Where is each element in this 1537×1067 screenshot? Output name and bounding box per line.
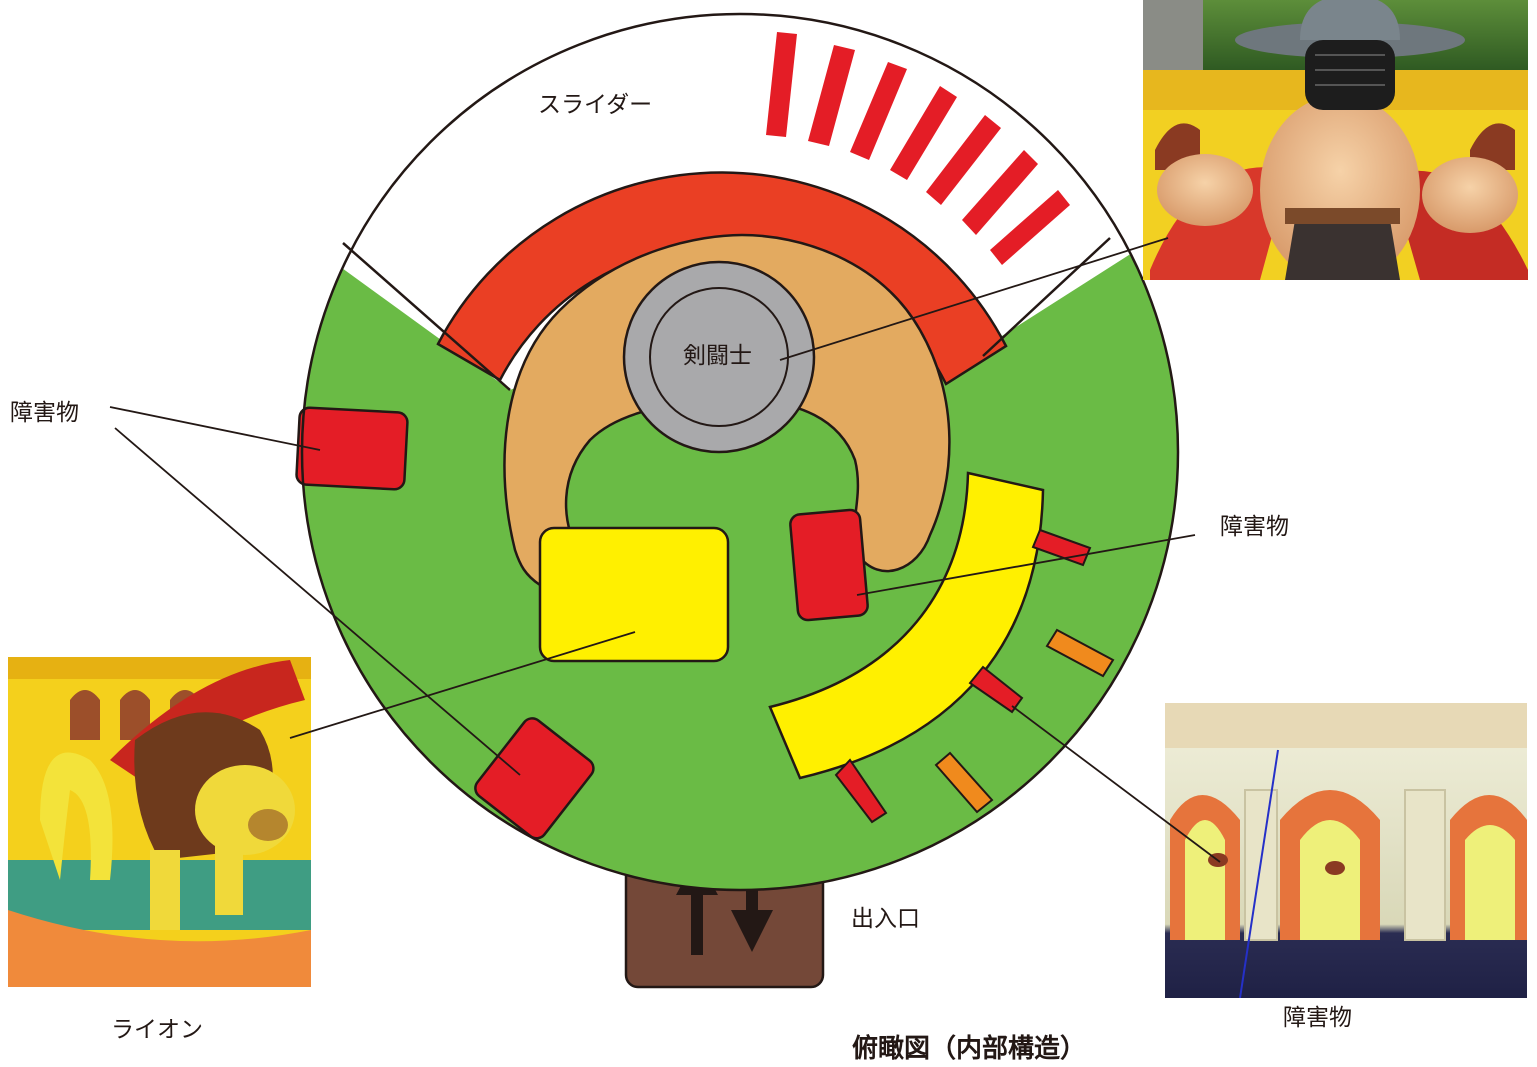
lion-photo-caption: ライオン (111, 1017, 203, 1043)
entrance-label: 出入口 (851, 906, 920, 932)
obstacle-photo (1165, 703, 1527, 998)
arena (295, 12, 1180, 892)
gladiator-platform (622, 260, 816, 454)
slider-stripes (766, 32, 1070, 265)
obstacle-yellow-square (538, 526, 730, 663)
arena-floor (302, 165, 1178, 890)
obstacles-red (295, 406, 869, 840)
obstacle-yellow-curve (768, 471, 1045, 780)
leader-lines (109, 237, 1221, 863)
obstacle-label-right: 障害物 (1220, 514, 1289, 540)
arena-outline (300, 12, 1180, 892)
gladiator-photo (1143, 0, 1528, 280)
diagram-caption: 俯瞰図（内部構造） (852, 1034, 1087, 1064)
obstacle-label-left: 障害物 (10, 400, 79, 426)
obstacle-block-center (789, 508, 869, 622)
obstacle-photo-caption: 障害物 (1283, 1005, 1352, 1031)
lion-photo (8, 657, 311, 987)
obstacle-pegs (834, 528, 1115, 824)
gladiator-label: 剣闘士 (683, 343, 752, 369)
obstacle-block-bottom-left (474, 717, 595, 840)
slider-zone-boundary (342, 237, 1111, 391)
slider-label: スライダー (538, 92, 653, 118)
